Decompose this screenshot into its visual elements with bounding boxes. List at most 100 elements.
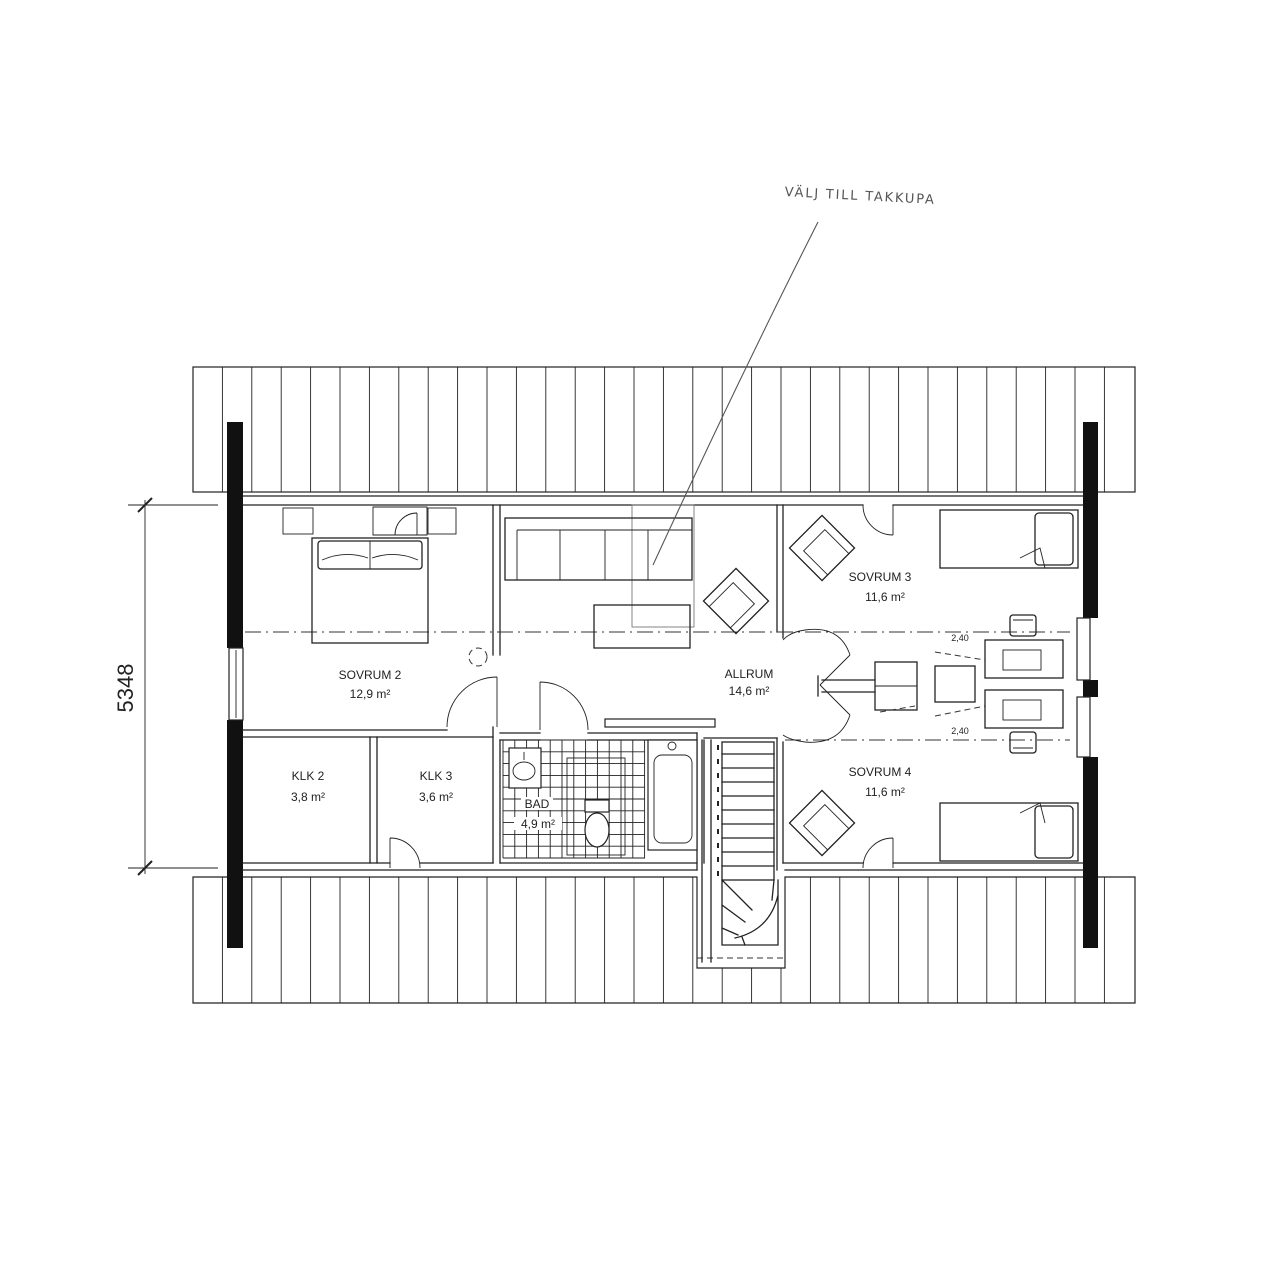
wall-sovrum3-sovrum4	[817, 675, 876, 697]
stair-winder	[721, 879, 779, 946]
bed-pillow	[1034, 512, 1074, 566]
door-klk3	[389, 837, 421, 869]
single-bed-sovrum4	[939, 802, 1079, 862]
monitor-lower	[1002, 699, 1042, 721]
furniture-sovrum4	[788, 789, 1079, 862]
chimney-circle	[468, 647, 488, 667]
interior-walls	[242, 495, 1084, 871]
gable-wall-right-middle	[1083, 680, 1098, 697]
knee-wall-top	[242, 495, 1084, 506]
dimension-tick-bottom	[137, 860, 153, 876]
bed-frame	[939, 509, 1079, 569]
doors	[372, 504, 894, 869]
shower-head	[667, 741, 677, 751]
annotation-text: VÄLJ TILL TAKKUPA	[784, 184, 936, 208]
shower	[647, 739, 698, 851]
armchair-seat	[802, 803, 850, 851]
desk-lower	[984, 689, 1064, 729]
roof-bottom-planks	[221, 877, 1105, 1003]
roof-bottom	[192, 876, 1136, 1004]
desk-upper	[984, 639, 1064, 679]
toilet-bowl	[584, 812, 610, 848]
door-bad	[539, 681, 589, 731]
room-name-klk3: KLK 3	[420, 769, 453, 783]
double-bed	[311, 537, 429, 644]
bath-shelf	[604, 718, 716, 728]
wall-allrum-sovrum3	[776, 504, 784, 639]
room-name-allrum: ALLRUM	[725, 667, 774, 681]
nightstand-left	[282, 507, 314, 535]
bed-pillow	[1034, 805, 1074, 859]
wardrobe-dim-upper: 2,40	[951, 633, 969, 643]
door-sovrum3	[782, 628, 851, 686]
chair-upper	[1009, 614, 1037, 637]
room-name-sovrum4: SOVRUM 4	[849, 765, 912, 779]
wardrobe-2	[934, 665, 976, 703]
wall-sovrum2-allrum	[492, 504, 501, 864]
stair-handrail	[701, 739, 712, 963]
room-area-sovrum2: 12,9 m²	[350, 687, 391, 701]
room-name-sovrum3: SOVRUM 3	[849, 570, 912, 584]
room-area-klk3: 3,6 m²	[419, 790, 453, 804]
sofa-cushions	[516, 529, 692, 580]
gable-wall-right-upper	[1083, 422, 1098, 618]
door-sovrum4	[782, 684, 851, 743]
furniture-allrum	[504, 504, 770, 649]
tile-area	[566, 757, 626, 856]
armchair-frame	[702, 567, 770, 635]
hatch-sovrum4	[862, 837, 894, 869]
roof-top-planks	[221, 367, 1105, 492]
bathroom-fixtures	[502, 718, 716, 859]
window-right-upper	[1076, 617, 1091, 681]
room-area-bad: 4,9 m²	[521, 817, 555, 831]
dimension-height: 5348	[113, 497, 218, 876]
room-name-sovrum2: SOVRUM 2	[339, 668, 402, 682]
hatch-sovrum3	[862, 504, 894, 536]
room-area-sovrum3: 11,6 m²	[865, 590, 905, 604]
monitor-upper	[1002, 649, 1042, 671]
wall-klk2-klk3	[369, 736, 378, 864]
window-right-lower	[1076, 696, 1091, 758]
bed-frame	[939, 802, 1079, 862]
gable-wall-left-lower	[227, 720, 243, 948]
gable-wall-left	[227, 422, 244, 948]
wall-sovrum2-bottom	[242, 729, 494, 738]
wall-bad-top	[499, 732, 698, 741]
room-labels: SOVRUM 2 12,9 m² ALLRUM 14,6 m² SOVRUM 3…	[291, 570, 969, 831]
furniture-study	[874, 614, 1064, 754]
roof-top	[192, 366, 1136, 493]
nightstand-right	[427, 507, 457, 535]
gable-wall-left-upper	[227, 422, 243, 648]
bed-pillow-divider	[321, 541, 419, 569]
armchair-sovrum3	[788, 514, 856, 582]
single-bed-sovrum3	[939, 509, 1079, 569]
knee-wall-bottom	[242, 862, 1084, 871]
armchair-sovrum4	[788, 789, 856, 857]
toilet-tank	[584, 799, 610, 813]
bad-label-bg	[521, 797, 553, 810]
hatch-sovrum2	[372, 506, 428, 536]
armchair-allrum	[702, 567, 770, 635]
staircase	[701, 739, 779, 963]
armchair-frame	[788, 789, 856, 857]
washbasin-bowl	[512, 761, 536, 781]
dimension-value: 5348	[113, 664, 138, 713]
stair-treads	[721, 753, 775, 867]
sofa-frame	[504, 517, 693, 581]
furniture-sovrum2	[282, 507, 488, 667]
armchair-seat	[802, 528, 850, 576]
door-sovrum2	[446, 676, 498, 728]
annotation: VÄLJ TILL TAKKUPA	[652, 184, 936, 566]
washbasin-counter	[508, 747, 542, 789]
room-name-bad: BAD	[525, 797, 550, 811]
wall-bad-stair	[696, 732, 705, 871]
room-area-klk2: 3,8 m²	[291, 790, 325, 804]
shower-basin	[653, 754, 693, 844]
washbasin	[508, 747, 542, 789]
gable-wall-right-lower	[1083, 757, 1098, 948]
armchair-frame	[788, 514, 856, 582]
roof-top-outline	[192, 366, 1136, 493]
room-area-sovrum4: 11,6 m²	[865, 785, 905, 799]
shower-tray	[647, 739, 698, 851]
